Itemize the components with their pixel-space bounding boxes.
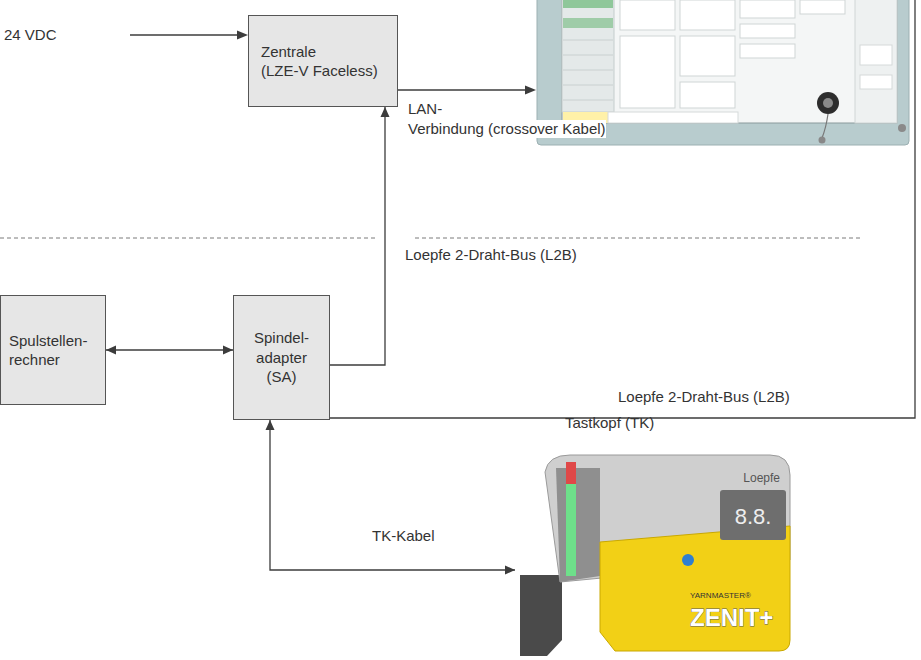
supply-arrow: [130, 31, 248, 40]
voltage-label: 24 VDC: [4, 26, 57, 44]
separator-line: [415, 238, 860, 239]
arrow-head: [223, 346, 233, 355]
connector: [266, 420, 516, 575]
lan-arrow: [398, 86, 536, 95]
sensor-head-device: Loepfe 8.8. YARNMASTER® ZENIT+: [520, 455, 790, 656]
node-title: Tastkopf (TK): [565, 413, 654, 433]
control-unit-box: Zentrale(LZE-V Faceless): [248, 15, 398, 107]
connector-label: Loepfe 2-Draht-Bus (L2B): [405, 246, 577, 264]
connection-label: LAN-: [408, 100, 442, 118]
connector: [330, 107, 390, 365]
node-title: Spulstellen- rechner: [9, 331, 95, 370]
connector-line: [330, 107, 385, 365]
arrow-head: [381, 107, 390, 117]
node-title: Spindel- adapter (SA): [249, 328, 315, 387]
brand-text: Loepfe: [743, 471, 780, 485]
display-digits: 8.8.: [735, 504, 772, 529]
spindle-adapter-box: Spindel- adapter (SA): [233, 295, 330, 420]
connector: [106, 346, 233, 355]
node-subtitle: (LZE-V Faceless): [261, 61, 378, 81]
arrow-head: [505, 566, 515, 575]
separator-line: [0, 238, 375, 239]
arrow-head: [106, 346, 116, 355]
connector-line: [270, 420, 515, 570]
product-line-text: YARNMASTER®: [690, 591, 751, 600]
connector-line: [106, 349, 233, 350]
bus-label: Loepfe 2-Draht-Bus (L2B): [618, 388, 790, 406]
product-name-text: ZENIT+: [690, 604, 773, 631]
arrow-head: [266, 420, 275, 430]
winding-computer-box: Spulstellen- rechner: [0, 295, 106, 405]
sensor-head-node: Tastkopf (TK): [515, 405, 795, 660]
connection-label: Verbindung (crossover Kabel): [408, 120, 606, 138]
connector-label: TK-Kabel: [372, 527, 435, 545]
node-title: Zentrale: [261, 42, 316, 62]
